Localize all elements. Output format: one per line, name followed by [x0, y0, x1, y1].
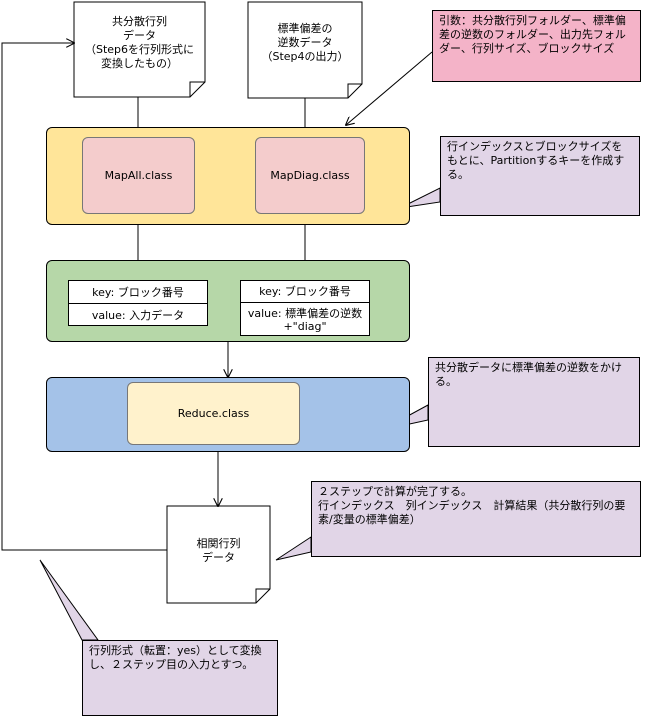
reduce-class-box: Reduce.class	[127, 382, 300, 445]
stddev-inv-doc-shape	[247, 1, 363, 99]
stddev-inv-doc-label: 標準偏差の 逆数データ （Step4の出力）	[261, 22, 349, 63]
kv-left-key: key: ブロック番号	[69, 281, 207, 304]
reduce-class-label: Reduce.class	[177, 406, 250, 420]
complete-note: ２ステップで計算が完了する。 行インデックス 列インデックス 計算結果（共分散行…	[311, 481, 641, 557]
kv-left-value: value: 入力データ	[91, 308, 185, 322]
tail-convert-note	[39, 559, 99, 641]
tail-complete-note	[275, 536, 312, 561]
pointer-arguments-note	[346, 51, 433, 125]
kv-box-right: key: ブロック番号 value: 標準偏差の逆数 +"diag"	[240, 280, 370, 336]
covariance-doc-shape	[73, 1, 206, 98]
arguments-note: 引数：共分散行列フォルダー、標準偏差の逆数のフォルダー、出力先フォルダー、行列サ…	[432, 10, 641, 82]
kv-right-value: value: 標準偏差の逆数 +"diag"	[247, 306, 363, 333]
mapdiag-class-box: MapDiag.class	[255, 137, 365, 214]
kv-right-key: key: ブロック番号	[241, 281, 369, 303]
mapall-class-box: MapAll.class	[82, 137, 195, 214]
correlation-doc-shape	[166, 505, 271, 604]
mapall-class-label: MapAll.class	[104, 168, 173, 182]
reduce-note: 共分散データに標準偏差の逆数をかける。	[428, 357, 640, 447]
mapdiag-class-label: MapDiag.class	[270, 168, 350, 182]
convert-note: 行列形式（転置：yes）として変換し、２ステップ目の入力とすつ。	[82, 640, 278, 716]
partition-note: 行インデックスとブロックサイズをもとに、Partitionするキーを作成する。	[440, 136, 640, 216]
arrow-feedback-loop	[1, 43, 167, 551]
correlation-doc-label: 相関行列 データ	[196, 537, 241, 564]
kv-box-left: key: ブロック番号 value: 入力データ	[68, 280, 208, 326]
covariance-doc-label: 共分散行列 データ （Step6を行列形式に 変換したもの）	[84, 15, 195, 70]
